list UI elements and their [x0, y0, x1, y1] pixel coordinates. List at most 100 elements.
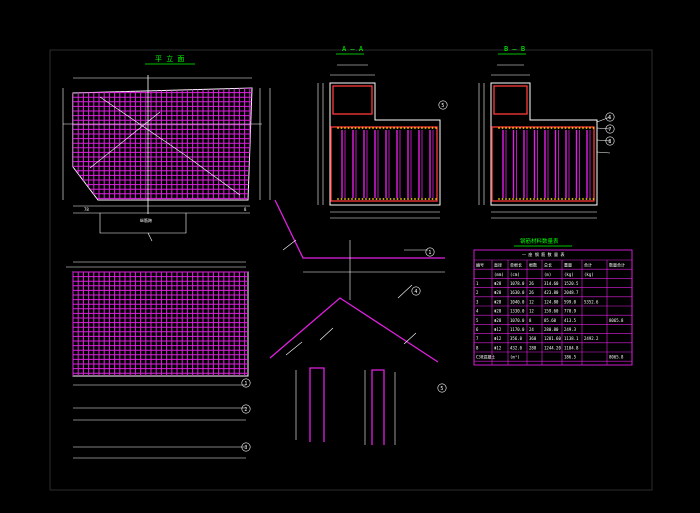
section-a-dimension-lines	[317, 64, 440, 219]
rebar-dot	[536, 127, 539, 129]
rebar-dot	[578, 127, 581, 129]
table-cell: 8	[476, 345, 479, 350]
table-subtotal: 5352.6	[584, 299, 599, 304]
rebar-dot	[515, 198, 518, 200]
rebar-dot	[501, 198, 504, 200]
rebar-shape-details	[269, 199, 445, 445]
rebar-dot	[529, 127, 532, 129]
callout-number: 4	[414, 289, 417, 295]
rebar-dot	[589, 127, 591, 129]
rebar-dot	[508, 198, 511, 200]
table-cell: 12	[529, 309, 534, 314]
table-cell: 8	[529, 318, 532, 323]
rebar-dot	[536, 198, 539, 200]
rebar-dot	[417, 198, 420, 200]
table-cell: Φ28	[494, 309, 502, 314]
rebar-dot	[417, 127, 420, 129]
rebar-dot	[431, 198, 434, 200]
table-cell: 288	[529, 345, 537, 350]
rebar-dot	[407, 127, 409, 129]
table-unit: (kg)	[564, 272, 574, 277]
table-cell: 7	[476, 336, 479, 341]
rebar-dot	[568, 127, 570, 129]
rebar-dot	[358, 127, 360, 129]
bent-bar-shapes	[269, 199, 445, 445]
rebar-dot	[547, 198, 549, 200]
table-cell: 6	[476, 327, 479, 332]
rebar-dot	[512, 127, 514, 129]
rebar-dot	[410, 127, 413, 129]
rebar-shape-stirrup-left	[309, 367, 325, 442]
rebar-dot	[512, 198, 514, 200]
rebar-dot	[386, 127, 388, 129]
plan-view-title: 平 立 面	[155, 54, 184, 63]
rebar-dot	[529, 198, 532, 200]
rebar-dot	[361, 127, 364, 129]
table-subtotal: 2492.2	[584, 336, 599, 341]
table-header: 数量合计	[609, 262, 625, 268]
section-b-leaders	[596, 116, 611, 154]
section-a-title: A — A	[342, 45, 364, 53]
rebar-callout: 3	[241, 442, 251, 452]
table-cell: 314.60	[544, 281, 559, 286]
table-cell: 26	[529, 281, 534, 286]
section-b-title: B — B	[504, 45, 525, 53]
plan-diagonal-3	[89, 111, 161, 169]
rebar-dot	[564, 127, 567, 129]
table-cell: Φ12	[494, 336, 502, 341]
rebar-dot	[421, 127, 423, 129]
table-cell: 1104.8	[564, 345, 579, 350]
plan-rebar-mesh	[73, 88, 252, 200]
rebar-callout: 1	[241, 378, 251, 388]
rebar-dot	[589, 198, 591, 200]
rebar-dot	[571, 198, 574, 200]
table-header: 直径	[494, 262, 502, 268]
plan-elevation-view: 平 立 面 78 纵筋跨 8	[62, 54, 271, 242]
rebar-dot	[337, 127, 339, 129]
table-cell: 432.0	[510, 345, 523, 350]
rebar-dot	[400, 198, 402, 200]
table-cell: 1170.0	[510, 327, 525, 332]
rebar-dot	[379, 127, 381, 129]
table-cell: 599.0	[564, 299, 577, 304]
rebar-material-table: 钢筋材料数量表 一 座 钢 筋 数 量 表 编号直径单根长根数总长重量合计数量合…	[473, 237, 633, 366]
rebar-dot	[505, 127, 507, 129]
table-unit: (mm)	[494, 272, 504, 277]
rebar-dot	[582, 198, 584, 200]
rebar-dot	[410, 198, 413, 200]
rebar-dot	[575, 127, 577, 129]
rebar-dot	[522, 127, 525, 129]
plan-dim-mid: 纵筋跨	[140, 217, 152, 223]
table-footer-label: C30混凝土	[476, 354, 495, 360]
table-cell: 1070.0	[510, 318, 525, 323]
rebar-dot	[368, 198, 371, 200]
rebar-dot	[533, 127, 535, 129]
rebar-dot	[396, 127, 399, 129]
rebar-dot	[557, 127, 560, 129]
table-title: 钢筋材料数量表	[520, 237, 559, 245]
rebar-dot	[393, 127, 395, 129]
callout-number: 3	[244, 445, 247, 451]
rebar-dot	[585, 198, 588, 200]
rebar-dot	[561, 127, 563, 129]
rebar-dot	[344, 127, 346, 129]
rebar-dot	[337, 198, 339, 200]
rebar-dot	[568, 198, 570, 200]
callout-number: 1	[244, 381, 247, 387]
rebar-dot	[592, 198, 595, 200]
rebar-dot	[428, 198, 430, 200]
callout-number: 6	[608, 115, 611, 121]
table-cell: 1330.0	[510, 309, 525, 314]
table-cell: 26	[529, 290, 534, 295]
rebar-dot	[358, 198, 360, 200]
drawing-frame	[49, 49, 653, 491]
rebar-dot	[375, 127, 378, 129]
rebar-dot	[505, 198, 507, 200]
rebar-dot	[403, 198, 406, 200]
rebar-callout: 8	[605, 136, 615, 146]
rebar-dot	[498, 198, 500, 200]
callout-number: 5	[441, 103, 444, 109]
table-header: 合计	[584, 262, 592, 268]
